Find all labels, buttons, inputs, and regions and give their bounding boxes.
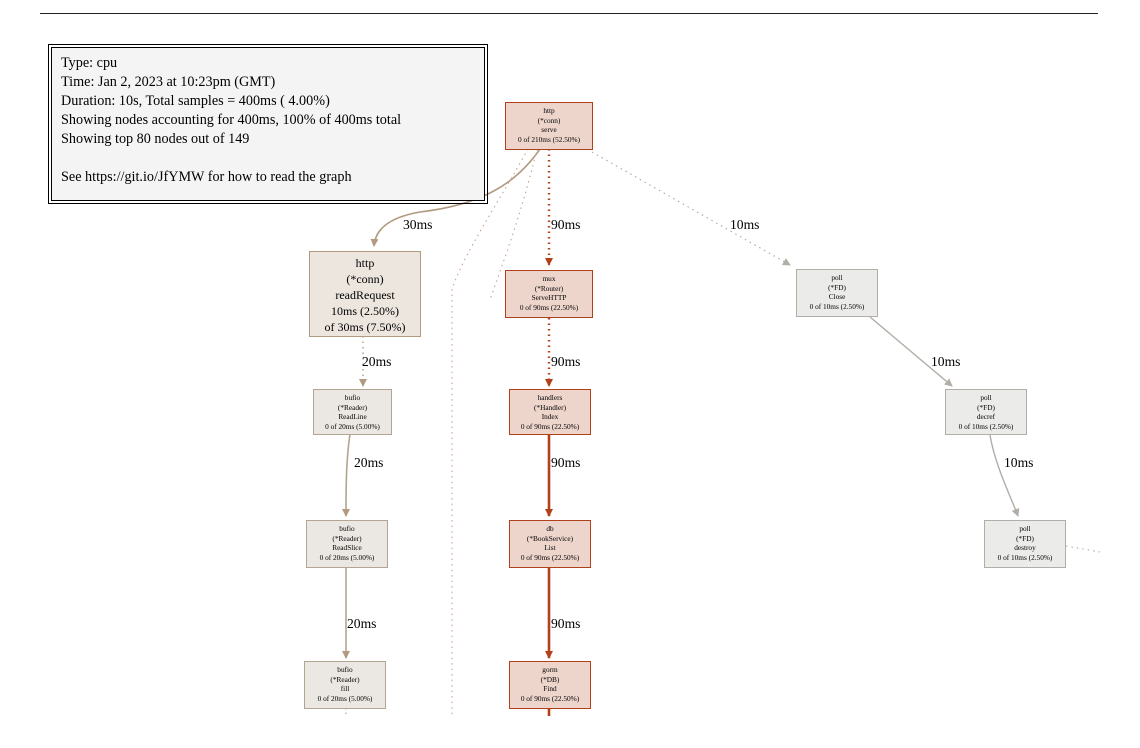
node-package: poll [831,273,843,282]
node-function: List [544,543,556,553]
edge-destroy-offscreen [1065,545,1101,553]
node-receiver: (*Handler) [533,402,566,412]
node-bufio-fill[interactable]: bufio (*Reader) fill 0 of 20ms (5.00%) [304,661,386,709]
edge-label-serve-readrequest: 30ms [403,217,433,232]
node-package: poll [980,393,992,402]
legend-help-link[interactable]: See https://git.io/JfYMW for how to read… [61,169,352,185]
node-package: bufio [339,524,355,533]
edge-label-readline-readslice: 20ms [354,455,384,470]
node-cost: 0 of 20ms (5.00%) [319,552,375,562]
node-function: ReadSlice [332,543,362,553]
edge-serve-offscreen-a [451,148,529,716]
node-function: decref [976,412,996,422]
node-mux-servehttp[interactable]: mux (*Router) ServeHTTP 0 of 90ms (22.50… [505,270,593,318]
node-function: ServeHTTP [531,293,567,303]
node-cum-cost: of 30ms (7.50%) [324,320,406,334]
legend-duration: Duration: 10s, Total samples = 400ms ( 4… [61,93,330,109]
node-package: gorm [542,665,558,674]
node-receiver: (*Reader) [330,674,360,684]
node-package: handlers [537,393,563,402]
node-package: http [355,256,375,270]
node-receiver: (*Reader) [337,402,368,412]
profile-legend: Type: cpu Time: Jan 2, 2023 at 10:23pm (… [48,44,488,204]
node-poll-decref[interactable]: poll (*FD) decref 0 of 10ms (2.50%) [945,389,1027,435]
node-receiver: (*BookService) [526,533,574,543]
node-cost: 0 of 10ms (2.50%) [997,552,1053,562]
node-receiver: (*FD) [977,402,995,412]
node-package: poll [1019,524,1031,533]
node-function: Index [541,412,559,422]
node-receiver: (*FD) [828,282,846,292]
node-poll-close[interactable]: poll (*FD) Close 0 of 10ms (2.50%) [796,269,878,317]
node-cost: 0 of 20ms (5.00%) [317,693,373,703]
node-function: readRequest [335,288,395,302]
node-package: mux [542,274,556,283]
legend-nodes-accounting: Showing nodes accounting for 400ms, 100%… [61,112,402,128]
top-divider [40,13,1098,14]
edge-label-pollclose-decref: 10ms [931,354,961,369]
node-bufio-readslice[interactable]: bufio (*Reader) ReadSlice 0 of 20ms (5.0… [306,520,388,568]
edge-serve-offscreen-b [489,148,538,301]
legend-type: Type: cpu [61,55,118,71]
node-receiver: (*conn) [346,272,384,286]
node-gorm-find[interactable]: gorm (*DB) Find 0 of 90ms (22.50%) [509,661,591,709]
legend-top-nodes: Showing top 80 nodes out of 149 [61,131,250,147]
node-http-readrequest[interactable]: http (*conn) readRequest 10ms (2.50%) of… [309,251,421,337]
node-package: bufio [337,665,353,674]
edge-decref-destroy [989,434,1020,517]
node-function: Close [828,292,846,302]
edge-label-decref-destroy: 10ms [1004,455,1034,470]
edge-label-mux-handlers: 90ms [551,354,581,369]
legend-time: Time: Jan 2, 2023 at 10:23pm (GMT) [61,74,276,90]
node-package: bufio [344,393,361,402]
node-cost: 0 of 210ms (52.50%) [517,134,581,144]
node-poll-destroy[interactable]: poll (*FD) destroy 0 of 10ms (2.50%) [984,520,1066,568]
node-cost: 0 of 10ms (2.50%) [809,301,865,311]
node-receiver: (*DB) [540,674,560,684]
node-receiver: (*Router) [534,283,564,293]
node-http-serve[interactable]: http (*conn) serve 0 of 210ms (52.50%) [505,102,593,150]
edge-label-db-gorm: 90ms [551,616,581,631]
node-cost: 0 of 20ms (5.00%) [325,421,380,431]
node-cost: 0 of 90ms (22.50%) [520,693,580,703]
edge-label-readrequest-readline: 20ms [362,354,392,369]
node-cost: 0 of 90ms (22.50%) [519,302,579,312]
node-package: http [543,106,555,115]
node-function: Find [543,684,557,694]
node-bufio-readline[interactable]: bufio (*Reader) ReadLine 0 of 20ms (5.00… [313,389,392,435]
edge-serve-pollclose [591,151,791,266]
node-function: ReadLine [338,412,367,422]
node-function: fill [340,684,350,694]
edge-label-serve-mux: 90ms [551,217,581,232]
node-function: serve [541,125,557,135]
node-cost: 0 of 90ms (22.50%) [520,421,580,431]
edge-pollclose-decref [869,316,953,387]
edge-serve-readrequest [370,148,541,247]
edge-label-serve-pollclose: 10ms [730,217,760,232]
node-db-list[interactable]: db (*BookService) List 0 of 90ms (22.50%… [509,520,591,568]
edge-readline-readslice [342,433,351,517]
node-flat-cost: 10ms (2.50%) [331,304,399,318]
node-cost: 0 of 10ms (2.50%) [958,421,1014,431]
edge-label-readslice-fill: 20ms [347,616,377,631]
edge-label-handlers-db: 90ms [551,455,581,470]
node-cost: 0 of 90ms (22.50%) [520,552,580,562]
node-function: destroy [1014,543,1036,553]
node-package: db [546,524,554,533]
node-receiver: (*conn) [537,115,561,125]
node-handlers-index[interactable]: handlers (*Handler) Index 0 of 90ms (22.… [509,389,591,435]
node-receiver: (*FD) [1016,533,1034,543]
node-receiver: (*Reader) [332,533,362,543]
